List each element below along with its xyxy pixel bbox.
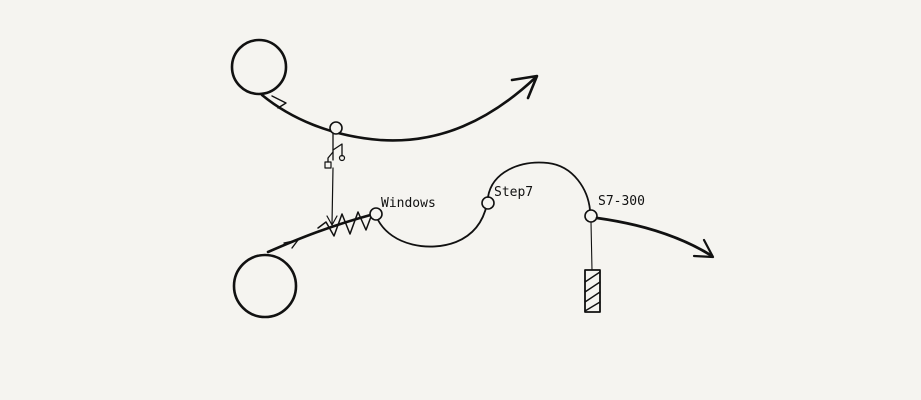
- top-flow-line: [260, 76, 537, 142]
- usb-icon: [324, 133, 346, 169]
- usb-cable-line: [331, 167, 334, 225]
- bottom-direction-tick-icon: [283, 239, 299, 249]
- signal-zigzag-icon: [317, 211, 373, 237]
- bottom-source-circle: [232, 253, 298, 319]
- top-flow-arrowhead: [510, 74, 539, 100]
- step7-to-s7300-line: [487, 161, 591, 211]
- bottom-flow-line-in: [266, 212, 376, 254]
- top-source-circle: [230, 38, 288, 96]
- step7-label: Step7: [494, 185, 533, 200]
- bottom-flow-line-out: [595, 216, 714, 258]
- step7-node: [481, 196, 495, 210]
- plc-module-icon: [584, 269, 601, 313]
- windows-node: [369, 207, 383, 221]
- usb-cable-arrowhead: [326, 215, 338, 226]
- windows-to-step7-line: [377, 203, 488, 248]
- s7-300-label: S7-300: [598, 194, 645, 209]
- plc-drop-line: [590, 221, 593, 271]
- s7-300-node: [584, 209, 598, 223]
- bottom-flow-arrowhead: [692, 238, 715, 259]
- top-direction-tick-icon: [271, 95, 287, 109]
- windows-label: Windows: [381, 196, 436, 211]
- top-junction-node: [329, 121, 343, 135]
